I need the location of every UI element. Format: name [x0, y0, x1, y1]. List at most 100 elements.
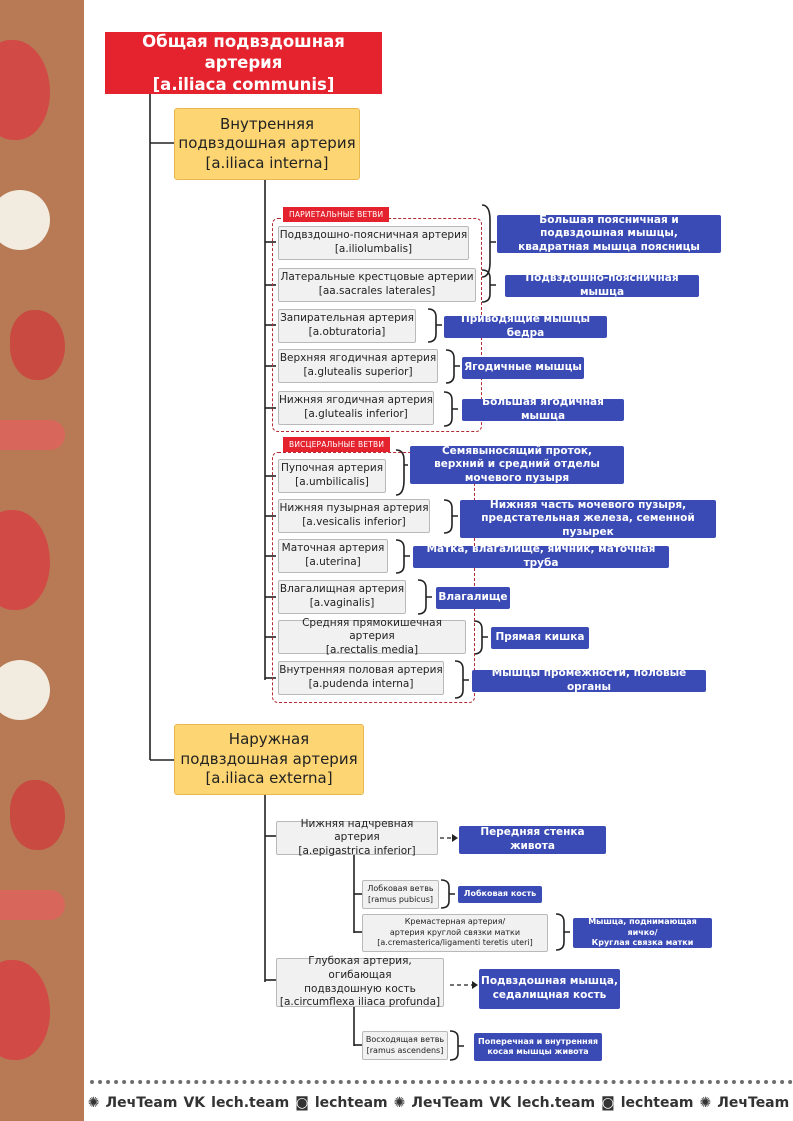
branch-name: Внутренняя половая артерия	[279, 664, 443, 677]
branch-latin: [a.uterina]	[305, 556, 361, 568]
target-line-1: Поперечная и внутренняя	[478, 1036, 598, 1046]
deep-circumflex-iliac-artery-box: Глубокая артерия, огибающая подвздошную …	[276, 955, 444, 1009]
root-latin: [a.iliaca communis]	[152, 74, 335, 94]
insta-text[interactable]: lechteam	[620, 1095, 694, 1111]
external-title-2: подвздошная артерия	[180, 749, 358, 768]
branch-latin: [a.pudenda interna]	[308, 678, 414, 690]
external-latin: [a.iliaca externa]	[205, 769, 333, 788]
target-circumflex: Подвздошная мышца, седалищная кость	[479, 969, 620, 1009]
target-inferior-vesical: Нижняя часть мочевого пузыря, предстател…	[460, 499, 716, 538]
branch-name-2: артерия круглой связки матки	[389, 927, 521, 937]
branch-latin: [a.obturatoria]	[308, 326, 386, 338]
common-iliac-artery-box: Общая подвздошная артерия [a.iliaca comm…	[105, 32, 382, 94]
brain-icon: ✺	[393, 1095, 406, 1111]
site-text[interactable]: lech.team	[517, 1095, 596, 1111]
brand-text: ЛечTeam	[105, 1095, 178, 1111]
target-middle-rectal: Прямая кишка	[491, 627, 589, 649]
brain-icon: ✺	[87, 1095, 100, 1111]
branch-name: Нижняя надчревная артерия	[300, 817, 414, 844]
internal-latin: [a.iliaca interna]	[205, 153, 329, 172]
eye-illustration	[0, 660, 50, 720]
target-line-2: седалищная кость	[492, 989, 607, 1001]
branch-name: Латеральные крестцовые артерии	[280, 271, 474, 284]
branch-name: Средняя прямокишечная артерия	[302, 616, 442, 643]
target-line-1: Подвздошная мышца,	[481, 975, 618, 988]
branch-name: Лобковая ветвь	[367, 884, 434, 894]
site-text[interactable]: lech.team	[211, 1095, 290, 1111]
superior-gluteal-artery-box: Верхняя ягодичная артерия [a.glutealis s…	[278, 349, 438, 383]
iliolumbar-artery-box: Подвздошно-поясничная артерия [a.iliolum…	[278, 226, 469, 260]
root-title: Общая подвздошная артерия	[142, 31, 345, 73]
lateral-sacral-arteries-box: Латеральные крестцовые артерии [aa.sacra…	[278, 268, 476, 302]
uterine-artery-box: Маточная артерия [a.uterina]	[278, 539, 388, 573]
branch-latin: [ramus ascendens]	[366, 1045, 444, 1055]
umbilical-artery-box: Пупочная артерия [a.umbilicalis]	[278, 459, 386, 493]
branch-latin: [a.umbilicalis]	[295, 476, 369, 488]
target-obturator: Приводящие мышцы бедра	[444, 313, 607, 339]
visceral-branches-group	[272, 452, 475, 703]
target-sacral: Подвздошно-поясничная мышца	[505, 272, 699, 298]
target-vaginal: Влагалище	[436, 587, 510, 609]
branch-latin: [ramus pubicus]	[367, 894, 434, 904]
branch-latin: [a.cremasterica/ligamenti teretis uteri]	[377, 938, 533, 948]
branch-latin: [a.glutealis inferior]	[304, 408, 408, 420]
kidney-illustration	[10, 780, 65, 850]
branch-name: Пупочная артерия	[280, 462, 384, 475]
target-iliolumbar: Большая поясничная и подвздошная мышцы, …	[497, 214, 721, 253]
vk-icon: VK	[183, 1095, 206, 1111]
obturator-artery-box: Запирательная артерия [a.obturatoria]	[278, 309, 416, 343]
instagram-icon: ◙	[601, 1095, 615, 1111]
target-line-2: косая мышцы живота	[487, 1047, 589, 1056]
target-inferior-gluteal: Большая ягодичная мышца	[462, 396, 624, 422]
branch-latin: [a.rectalis media]	[325, 643, 419, 656]
external-title-1: Наружная	[228, 730, 310, 749]
internal-pudendal-artery-box: Внутренняя половая артерия [a.pudenda in…	[278, 661, 444, 695]
external-iliac-artery-box: Наружная подвздошная артерия [a.iliaca e…	[174, 724, 364, 795]
inferior-gluteal-artery-box: Нижняя ягодичная артерия [a.glutealis in…	[278, 391, 434, 425]
eye-illustration	[0, 190, 50, 250]
pubic-branch-box: Лобковая ветвь [ramus pubicus]	[362, 880, 439, 909]
branch-latin: [a.glutealis superior]	[303, 366, 413, 378]
brain-icon: ✺	[699, 1095, 712, 1111]
visceral-branches-tag: ВИСЦЕРАЛЬНЫЕ ВЕТВИ	[283, 437, 391, 452]
target-uterine: Матка, влагалище, яичник, маточная труба	[413, 543, 669, 569]
branch-name: Восходящая ветвь	[365, 1035, 445, 1045]
branch-name: Кремастерная артерия/	[404, 917, 506, 927]
branch-name: Влагалищная артерия	[279, 583, 405, 596]
inferior-vesical-artery-box: Нижняя пузырная артерия [a.vesicalis inf…	[278, 499, 430, 533]
branch-latin: [a.epigastrica inferior]	[298, 844, 416, 857]
branch-name-2: подвздошную кость	[304, 982, 416, 995]
target-line-2: Круглая связка матки	[591, 938, 694, 948]
instagram-icon: ◙	[295, 1095, 309, 1111]
branch-name: Маточная артерия	[281, 542, 385, 555]
vaginal-artery-box: Влагалищная артерия [a.vaginalis]	[278, 580, 406, 614]
target-epigastric: Передняя стенка живота	[459, 826, 606, 854]
branch-latin: [a.circumflexa iliaca profunda]	[279, 996, 441, 1009]
target-superior-gluteal: Ягодичные мышцы	[462, 357, 584, 379]
brand-text: ЛечTeam	[717, 1095, 790, 1111]
inferior-epigastric-artery-box: Нижняя надчревная артерия [a.epigastrica…	[276, 817, 438, 857]
kidney-illustration	[10, 310, 65, 380]
branch-latin: [a.iliolumbalis]	[334, 243, 413, 255]
branch-name: Нижняя ягодичная артерия	[279, 394, 433, 407]
target-internal-pudendal: Мышцы промежности, половые органы	[472, 667, 706, 693]
branch-latin: [a.vaginalis]	[309, 597, 375, 609]
brand-text: ЛечTeam	[411, 1095, 484, 1111]
parietal-branches-tag: ПАРИЕТАЛЬНЫЕ ВЕТВИ	[283, 207, 390, 222]
branch-name: Глубокая артерия, огибающая	[308, 955, 412, 981]
vk-icon: VK	[489, 1095, 512, 1111]
internal-iliac-artery-box: Внутренняя подвздошная артерия [a.iliaca…	[174, 108, 360, 180]
cremasteric-artery-box: Кремастерная артерия/ артерия круглой св…	[362, 914, 548, 952]
branch-name: Запирательная артерия	[280, 312, 414, 325]
middle-rectal-artery-box: Средняя прямокишечная артерия [a.rectali…	[278, 616, 466, 656]
target-cremasteric: Мышца, поднимающая яичко/ Круглая связка…	[573, 917, 712, 948]
insta-text[interactable]: lechteam	[314, 1095, 388, 1111]
footer-divider	[90, 1080, 793, 1084]
target-umbilical: Семявыносящий проток, верхний и средний …	[410, 445, 624, 484]
target-pubic: Лобковая кость	[458, 886, 542, 903]
ascending-branch-box: Восходящая ветвь [ramus ascendens]	[362, 1031, 448, 1060]
branch-latin: [aa.sacrales laterales]	[318, 285, 436, 297]
target-line-1: Мышца, поднимающая яичко/	[588, 917, 697, 937]
